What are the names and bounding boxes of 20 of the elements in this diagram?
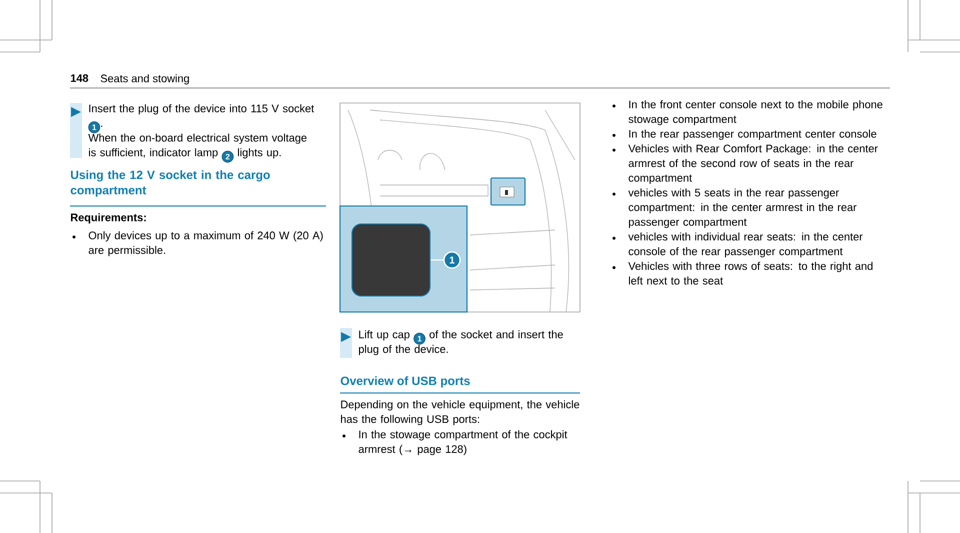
bullet-text: In the rear passenger compartment center console <box>629 130 876 140</box>
instruction-text: Lift up cap 1 of the socket and insert the plug of the device. <box>358 330 563 356</box>
heading: Using the 12 V socket in the cargo compartment <box>70 170 270 197</box>
bullet-text: Only devices up to a maximum of 240 W (20 A) are permissible. <box>88 231 323 256</box>
bullet-text: vehicles with individual rear seats: in the center console of the rear passenger compartment <box>628 232 863 258</box>
leader-line <box>430 259 444 261</box>
subheading: Requirements: <box>71 213 146 224</box>
heading: Overview of USB ports <box>340 376 470 388</box>
socket-cap <box>351 223 431 297</box>
callout-number: 1 <box>88 121 100 134</box>
page-number: 148 <box>70 74 88 82</box>
section-title: Seats and stowing <box>100 74 189 84</box>
bullet-text: In the stowage compartment of the cockpit armrest (→ page 128) <box>358 430 568 456</box>
callout-number: 1 <box>443 251 461 269</box>
callout-number: 1 <box>414 332 426 345</box>
bullet-text: In the front center console next to the mobile phone stowage compartment <box>628 100 882 126</box>
instruction-text: Insert the plug of the device into 115 V socket 1 . When the on-board electrical system voltage is sufficient, indicator lamp 2 lights up. <box>88 104 314 163</box>
body-text: Depending on the vehicle equipment, the vehicle has the following USB ports: <box>341 400 580 426</box>
bullet-text: Vehicles with three rows of seats: to the right and left next to the seat <box>628 262 872 285</box>
callout-number: 2 <box>222 150 234 163</box>
